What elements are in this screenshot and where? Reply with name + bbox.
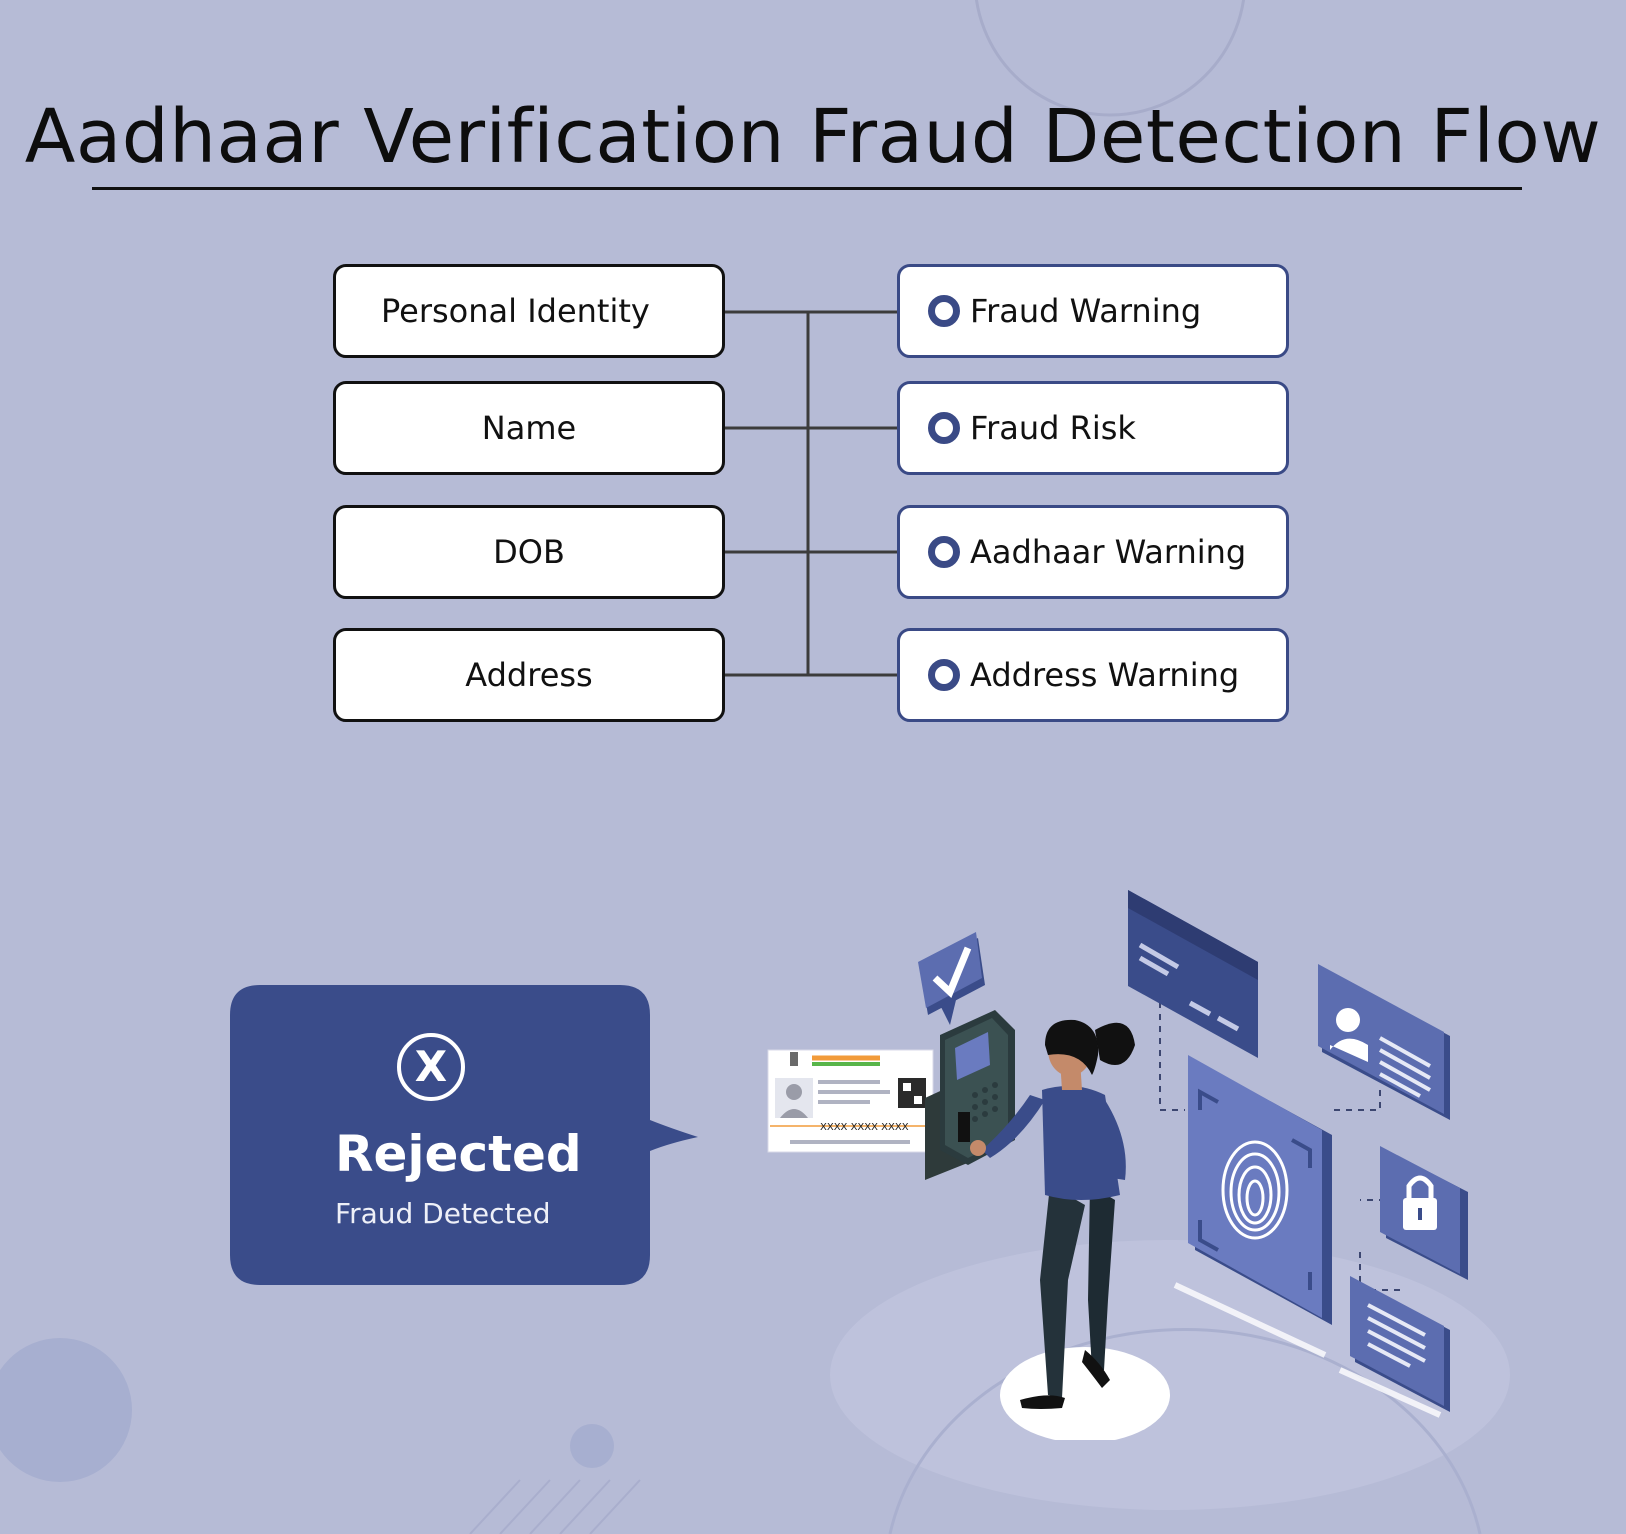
input-label: DOB — [493, 533, 565, 571]
input-label: Name — [481, 409, 577, 447]
output-label: Fraud Warning — [970, 292, 1202, 330]
title-underline — [92, 187, 1522, 190]
lock-icon — [1380, 1146, 1468, 1280]
biometric-terminal — [925, 1010, 1015, 1180]
flow-connectors — [725, 310, 897, 677]
user-profile-icon — [1318, 964, 1450, 1120]
checkmark-icon — [918, 932, 985, 1025]
result-speech-bubble — [230, 985, 698, 1285]
input-box-address: Address — [333, 628, 725, 722]
credit-card-icon — [1128, 890, 1258, 1058]
input-label: Personal Identity — [381, 292, 650, 330]
output-box-fraud-risk: Fraud Risk — [897, 381, 1289, 475]
page-title: Aadhaar Verification Fraud Detection Flo… — [24, 94, 1602, 180]
input-label: Address — [465, 656, 593, 694]
output-box-aadhaar-warning: Aadhaar Warning — [897, 505, 1289, 599]
result-status: Rejected — [335, 1125, 582, 1183]
document-icon — [1350, 1276, 1450, 1412]
result-content: X Rejected Fraud Detected — [230, 985, 650, 1285]
output-box-address-warning: Address Warning — [897, 628, 1289, 722]
radio-dot-icon — [928, 412, 960, 444]
aadhaar-card: XXXX XXXX XXXX — [767, 1049, 934, 1153]
input-box-name: Name — [333, 381, 725, 475]
output-label: Fraud Risk — [970, 409, 1136, 447]
result-detail: Fraud Detected — [335, 1197, 551, 1230]
output-box-fraud-warning: Fraud Warning — [897, 264, 1289, 358]
radio-dot-icon — [928, 536, 960, 568]
verification-illustration: XXXX XXXX XXXX — [767, 890, 1468, 1440]
standing-platform — [1000, 1347, 1170, 1440]
fingerprint-icon — [1188, 1055, 1332, 1325]
input-box-dob: DOB — [333, 505, 725, 599]
output-label: Aadhaar Warning — [970, 533, 1247, 571]
input-box-personal-identity: Personal Identity — [333, 264, 725, 358]
x-circle-icon: X — [397, 1033, 465, 1101]
radio-dot-icon — [928, 295, 960, 327]
radio-dot-icon — [928, 659, 960, 691]
card-number: XXXX XXXX XXXX — [820, 1122, 909, 1133]
output-label: Address Warning — [970, 656, 1240, 694]
person-figure — [970, 1019, 1135, 1409]
